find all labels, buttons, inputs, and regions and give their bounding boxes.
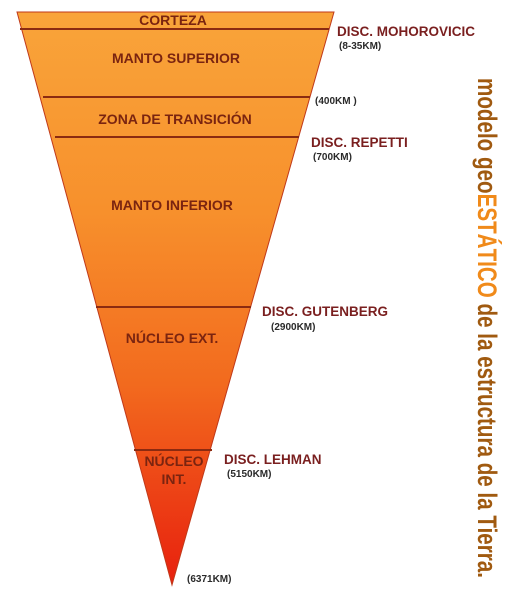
earth-cone: [16, 11, 335, 587]
disc-mohorovicic-depth: (8-35KM): [339, 41, 381, 52]
disc-transition-depth: (400KM ): [315, 96, 357, 107]
disc-lehman-depth: (5150KM): [227, 469, 271, 480]
title-accent: ESTÁTICO: [472, 194, 503, 298]
disc-repetti-name: DISC. REPETTI: [311, 135, 408, 150]
disc-gutenberg-name: DISC. GUTENBERG: [262, 304, 388, 319]
center-depth: (6371KM): [187, 574, 231, 585]
layer-label-manto-superior: MANTO SUPERIOR: [112, 50, 240, 66]
disc-mohorovicic-name: DISC. MOHOROVICIC: [337, 24, 475, 39]
title-suffix: de la estructura de la Tierra.: [472, 298, 502, 578]
layer-label-nucleo-int-line2: INT.: [162, 471, 187, 487]
layer-label-manto-inferior: MANTO INFERIOR: [111, 197, 233, 213]
layer-label-nucleo-int-line1: NÚCLEO: [144, 452, 203, 469]
disc-lehman-name: DISC. LEHMAN: [224, 452, 322, 467]
layer-label-nucleo-ext: NÚCLEO EXT.: [126, 329, 219, 346]
disc-repetti-depth: (700KM): [313, 152, 352, 163]
disc-gutenberg-depth: (2900KM): [271, 322, 315, 333]
title-prefix: modelo geo: [472, 78, 502, 194]
diagram-title: modelo geoESTÁTICO de la estructura de l…: [472, 78, 503, 578]
layer-label-zona-transicion: ZONA DE TRANSICIÓN: [98, 110, 251, 127]
layer-label-corteza: CORTEZA: [139, 12, 207, 28]
